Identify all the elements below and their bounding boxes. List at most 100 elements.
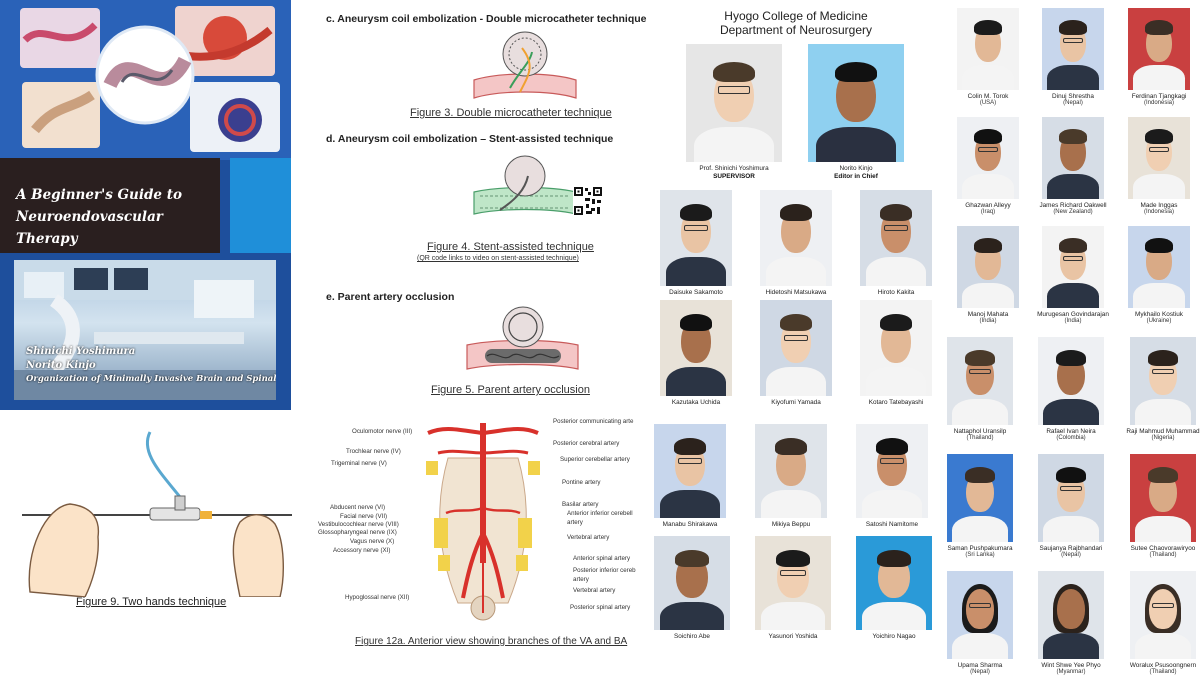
person-country: (Ukraine) — [1146, 318, 1172, 324]
label-trigeminal: Trigeminal nerve (V) — [331, 460, 387, 467]
person-role: Editor in Chief — [834, 173, 878, 180]
label-glossopharyngeal: Glossopharyngeal nerve (IX) — [318, 529, 397, 536]
international-fellow-card: Raji Mahmud Muhammad(Nigeria) — [1126, 337, 1200, 445]
international-fellow-card: Saujanya Rajbhandari(Nepal) — [1038, 454, 1104, 562]
label-pica: Posterior inferior cereb — [573, 567, 636, 574]
cover-illustrations — [0, 0, 291, 160]
person-name: Hiroto Kakita — [877, 289, 915, 296]
label-facial: Facial nerve (VII) — [340, 513, 388, 520]
department-name: Department of Neurosurgery — [719, 23, 873, 37]
portrait-photo — [1130, 337, 1196, 425]
portrait-photo — [860, 300, 932, 396]
international-fellow-card: Made Inggas(Indonesia) — [1128, 117, 1190, 219]
person-name: Saujanya Rajbhandari — [1039, 545, 1103, 552]
person-name: Sutee Chaovorawiryoo — [1130, 545, 1196, 552]
person-name: Kiyofumi Yamada — [771, 399, 821, 406]
label-psa: Posterior spinal artery — [570, 604, 631, 611]
label-vagus: Vagus nerve (X) — [350, 538, 395, 545]
stent-assisted-illustration — [473, 155, 577, 215]
person-name: Mikiya Beppu — [771, 521, 811, 528]
cover-accent-block — [230, 158, 291, 253]
portrait-photo — [947, 454, 1013, 542]
portrait-photo — [947, 571, 1013, 659]
international-fellow-card: Wint Shwe Yee Phyo(Myanmar) — [1038, 571, 1104, 675]
person-name: Saman Pushpakumara — [947, 545, 1013, 552]
department-header: Hyogo College of Medicine Department of … — [690, 9, 902, 37]
international-fellow-card: Manoj Mahata(India) — [957, 226, 1019, 328]
qr-code-icon[interactable] — [573, 186, 603, 216]
portrait-photo — [1038, 337, 1104, 425]
person-name: Ghazwan Alleyy — [965, 202, 1011, 209]
person-name: Norito Kinjo — [839, 165, 873, 172]
person-country: (Myanmar) — [1056, 669, 1086, 675]
portrait-photo — [1042, 117, 1104, 199]
angio-suite-art — [14, 260, 276, 400]
portrait-photo — [755, 536, 831, 630]
label-pica-2: artery — [573, 576, 589, 583]
portrait-photo — [856, 424, 928, 518]
label-aica-2: artery — [567, 519, 583, 526]
person-country: (Thailand) — [1149, 552, 1177, 558]
portrait-photo — [660, 300, 732, 396]
portrait-photo — [957, 8, 1019, 90]
person-name: Upama Sharma — [957, 662, 1003, 669]
section-e-title: e. Parent artery occlusion — [326, 291, 455, 303]
person-country: (Sri Lanka) — [965, 552, 995, 558]
person-country: (Thailand) — [966, 435, 994, 441]
portrait-photo — [1038, 454, 1104, 542]
label-pontine: Pontine artery — [562, 479, 601, 486]
catheter-vessel — [103, 56, 192, 89]
international-fellow-card: Rafael Ivan Neira(Colombia) — [1038, 337, 1104, 445]
label-pcomm: Posterior communicating arte — [553, 418, 634, 425]
portrait-photo — [860, 190, 932, 286]
person-name: Rafael Ivan Neira — [1046, 428, 1096, 435]
portrait-photo — [760, 190, 832, 286]
person-name: Woralux Psusoongnern — [1129, 662, 1197, 669]
cover-author1: Shinichi Yoshimura — [26, 346, 136, 357]
international-fellow-card: Woralux Psusoongnern(Thailand) — [1130, 571, 1196, 675]
person-name: Mykhailo Kostiuk — [1135, 311, 1183, 318]
vessel-shape — [22, 22, 98, 43]
international-fellow-card: Nattaphol Uransilp(Thailand) — [947, 337, 1013, 445]
international-fellow-card: Dinuj Shrestha(Nepal) — [1042, 8, 1104, 110]
portrait-photo — [760, 300, 832, 396]
staff-card: Yoichiro Nagao — [856, 536, 932, 648]
double-microcatheter-illustration — [473, 31, 577, 99]
staff-card: Soichiro Abe — [654, 536, 730, 648]
person-name: Soichiro Abe — [674, 633, 710, 640]
figure12a-caption: Figure 12a. Anterior view showing branch… — [355, 636, 628, 647]
cover-art — [20, 6, 280, 152]
international-fellow-card: Mykhailo Kostiuk(Ukraine) — [1128, 226, 1190, 328]
person-name: Kotaro Tatebayashi — [868, 399, 924, 406]
book-cover: A Beginner's Guide to Neuroendovascular … — [0, 0, 291, 410]
person-name: Wint Shwe Yee Phyo — [1041, 662, 1101, 669]
cover-author2: Norito Kinjo — [26, 360, 96, 371]
label-trochlear: Trochlear nerve (IV) — [346, 448, 401, 455]
international-fellow-card: Murugesan Govindarajan(India) — [1037, 226, 1109, 328]
right-hand — [232, 514, 284, 598]
portrait-photo — [1128, 8, 1190, 90]
person-name: Dinuj Shrestha — [1052, 93, 1094, 100]
person-country: (New Zealand) — [1053, 209, 1093, 215]
staff-card: Yasunori Yoshida — [755, 536, 831, 648]
portrait-photo — [1042, 226, 1104, 308]
torque-device — [200, 511, 212, 519]
person-country: (Iraq) — [980, 209, 996, 215]
person-country: (Colombia) — [1056, 435, 1086, 441]
person-name: Manabu Shirakawa — [662, 521, 718, 528]
figure4-subcaption: (QR code links to video on stent-assiste… — [417, 255, 579, 262]
label-vertebral-2: Vertebral artery — [573, 587, 616, 594]
international-fellow-card: Sutee Chaovorawiryoo(Thailand) — [1130, 454, 1196, 562]
person-country: (Nigeria) — [1151, 435, 1175, 441]
person-name: Hidetoshi Matsukawa — [765, 289, 827, 296]
label-vertebral-1: Vertebral artery — [567, 534, 610, 541]
portrait-photo — [654, 536, 730, 630]
person-name: Made Inggas — [1140, 202, 1178, 209]
y-valve — [174, 495, 186, 511]
label-abducent: Abducent nerve (VI) — [330, 504, 386, 511]
international-fellow-card: James Richard Oakwell(New Zealand) — [1039, 117, 1107, 219]
cover-title-box: A Beginner's Guide to Neuroendovascular … — [0, 158, 220, 253]
person-country: (Indonesia) — [1143, 209, 1175, 215]
